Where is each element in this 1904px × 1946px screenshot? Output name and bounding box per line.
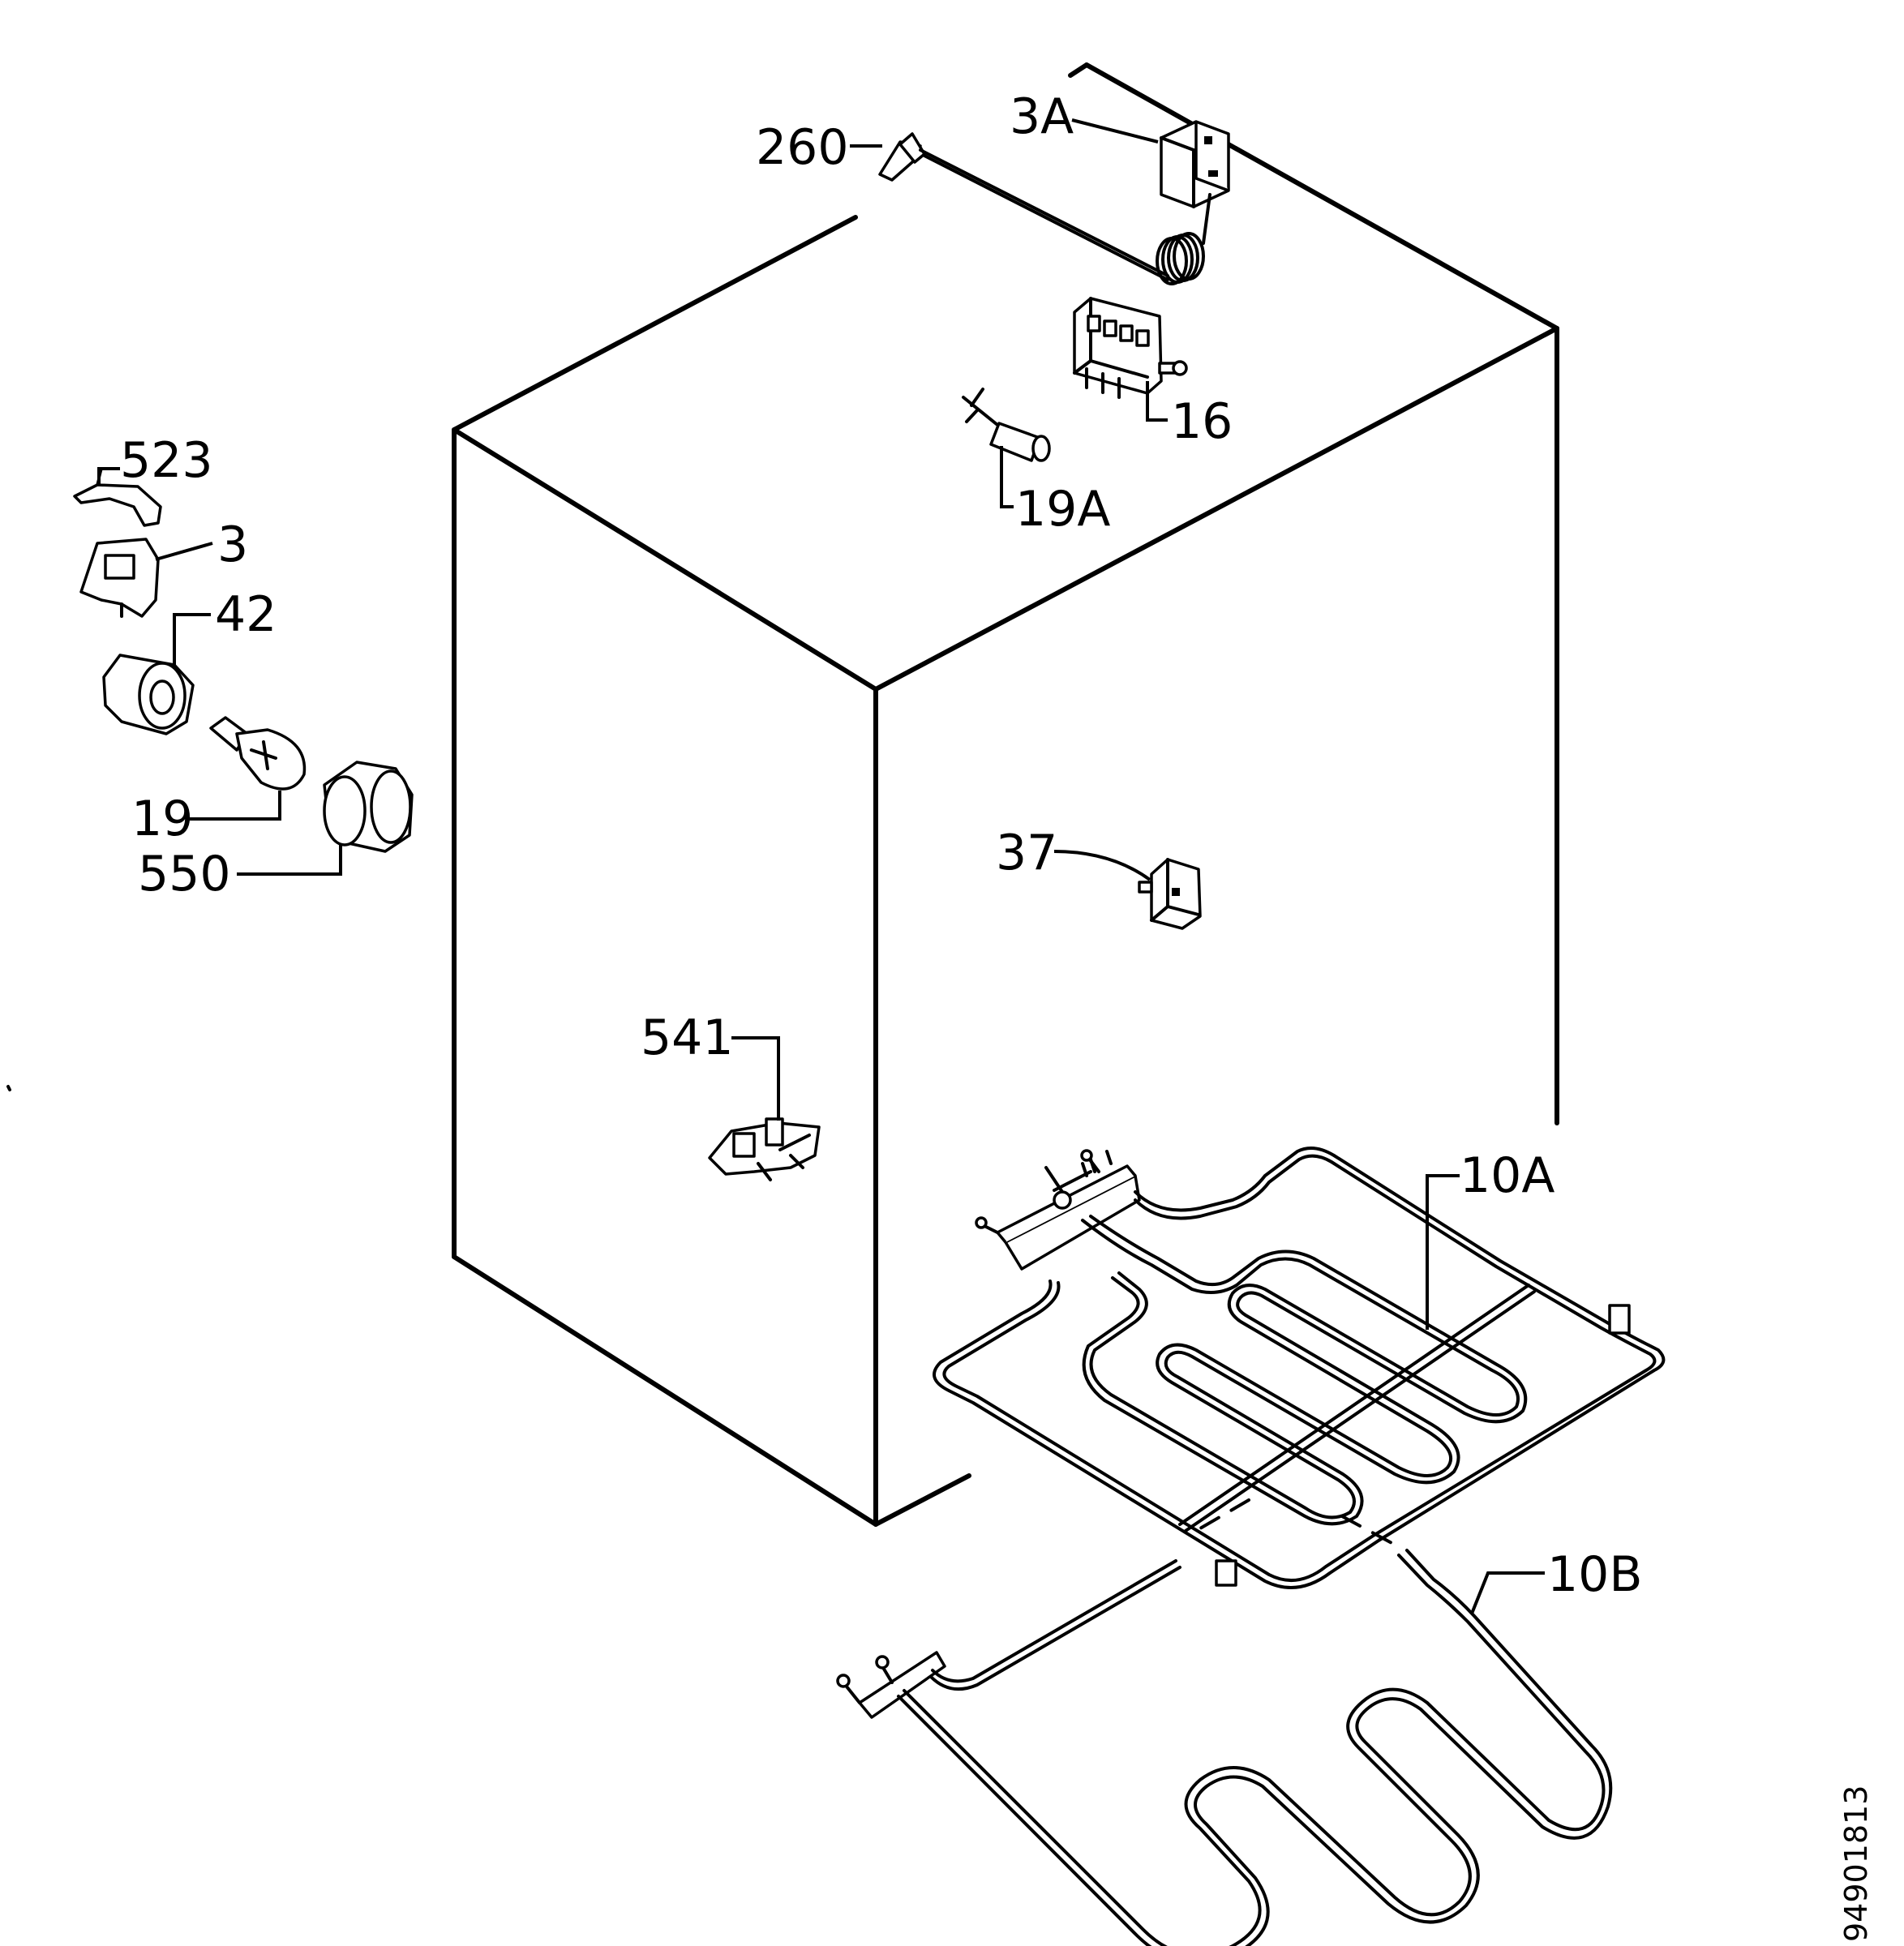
label-19: 19	[131, 791, 193, 847]
part-541-catch	[708, 1117, 821, 1181]
leader-37	[1053, 850, 1151, 881]
part-10A-grill-element	[933, 1147, 1666, 1589]
part-3-lamp-holder	[79, 538, 160, 618]
leader-3A	[1071, 118, 1159, 144]
leader-19	[188, 791, 281, 821]
part-19-lamp-bulb	[209, 716, 307, 791]
label-3A: 3A	[1010, 88, 1074, 145]
label-10B: 10B	[1547, 1546, 1643, 1603]
leader-10B	[1470, 1571, 1545, 1614]
part-3A-thermostat	[1156, 120, 1230, 285]
leader-523	[97, 467, 120, 485]
label-10A: 10A	[1460, 1147, 1555, 1204]
edge-mark	[6, 1085, 11, 1091]
oven-cabinet	[452, 62, 1559, 1527]
part-37-switch	[1138, 858, 1202, 930]
part-19A-indicator-lamp	[962, 388, 1051, 462]
part-550-lamp-cover	[323, 761, 414, 853]
label-37: 37	[996, 825, 1057, 881]
part-16-selector-switch	[1073, 297, 1188, 399]
label-550: 550	[138, 846, 231, 902]
label-42: 42	[215, 586, 277, 643]
label-523: 523	[120, 432, 213, 489]
label-19A: 19A	[1015, 481, 1110, 538]
drawing-number: 94901813	[1838, 1785, 1874, 1942]
leader-19A	[1000, 446, 1014, 508]
leader-541	[731, 1036, 780, 1121]
leader-550	[237, 843, 342, 876]
label-16: 16	[1171, 393, 1233, 450]
leader-3	[155, 542, 213, 561]
leader-16	[1146, 381, 1168, 422]
label-3: 3	[217, 517, 248, 573]
leader-42	[173, 613, 211, 669]
leader-10A	[1426, 1174, 1460, 1330]
part-10B-lower-element	[836, 1498, 1613, 1946]
label-260: 260	[756, 119, 849, 176]
label-541: 541	[641, 1009, 734, 1066]
part-260-thermostat-probe	[878, 132, 1169, 281]
part-42-lamp-socket	[102, 654, 195, 735]
